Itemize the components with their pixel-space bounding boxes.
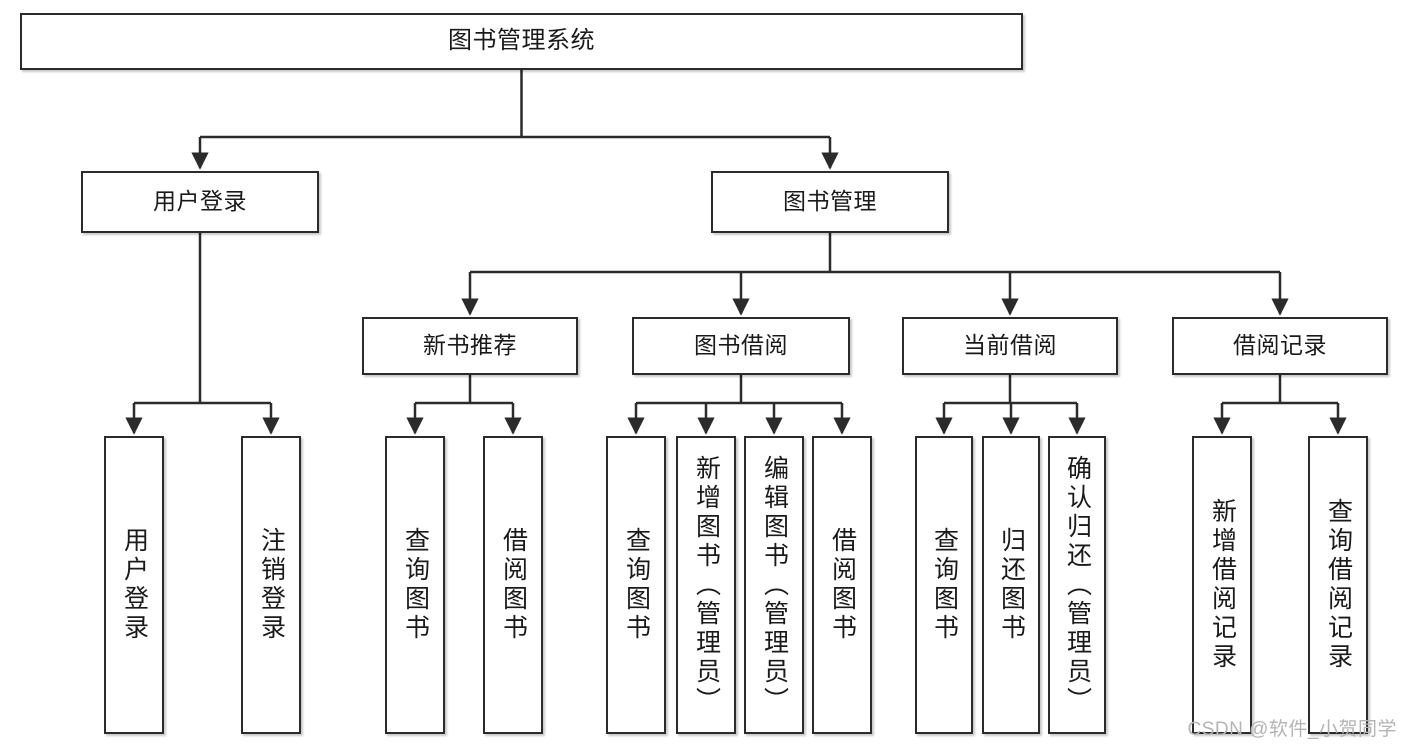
node-label: 查询借阅记录 bbox=[1324, 498, 1353, 672]
node-label: 借阅图书 bbox=[499, 527, 528, 643]
node-label: 注销登录 bbox=[257, 527, 286, 643]
node-label: 用户登录 bbox=[120, 527, 149, 643]
node-leaf-cur-return[interactable]: 归还图书 bbox=[982, 436, 1040, 734]
node-root[interactable]: 图书管理系统 bbox=[20, 13, 1023, 70]
node-leaf-user-logout[interactable]: 注销登录 bbox=[241, 436, 301, 734]
node-leaf-user-login[interactable]: 用户登录 bbox=[104, 436, 164, 734]
node-login[interactable]: 用户登录 bbox=[81, 171, 319, 233]
node-label: 归还图书 bbox=[997, 527, 1026, 643]
node-label: 用户登录 bbox=[153, 188, 247, 215]
node-newbook[interactable]: 新书推荐 bbox=[362, 317, 578, 375]
node-leaf-bk-edit[interactable]: 编辑图书（管理员） bbox=[744, 436, 804, 734]
node-label: 查询图书 bbox=[622, 527, 651, 643]
node-label: 图书管理 bbox=[783, 188, 877, 215]
node-current[interactable]: 当前借阅 bbox=[902, 317, 1118, 375]
node-label: 查询图书 bbox=[930, 527, 959, 643]
node-leaf-cur-confirm[interactable]: 确认归还（管理员） bbox=[1048, 436, 1106, 734]
node-leaf-bk-add[interactable]: 新增图书（管理员） bbox=[676, 436, 736, 734]
node-leaf-nb-search[interactable]: 查询图书 bbox=[385, 436, 445, 734]
node-label: 图书管理系统 bbox=[448, 27, 595, 55]
node-bookmgmt[interactable]: 图书管理 bbox=[711, 171, 949, 233]
node-label: 新增借阅记录 bbox=[1208, 498, 1237, 672]
node-label: 查询图书 bbox=[401, 527, 430, 643]
node-leaf-rec-add[interactable]: 新增借阅记录 bbox=[1192, 436, 1252, 734]
node-label: 新增图书（管理员） bbox=[692, 454, 721, 716]
node-leaf-cur-search[interactable]: 查询图书 bbox=[915, 436, 973, 734]
node-label: 确认归还（管理员） bbox=[1063, 454, 1092, 716]
node-borrow[interactable]: 图书借阅 bbox=[632, 317, 850, 375]
node-records[interactable]: 借阅记录 bbox=[1172, 317, 1388, 375]
node-leaf-bk-search[interactable]: 查询图书 bbox=[606, 436, 666, 734]
node-label: 新书推荐 bbox=[423, 332, 517, 359]
node-leaf-rec-search[interactable]: 查询借阅记录 bbox=[1308, 436, 1368, 734]
node-leaf-nb-borrow[interactable]: 借阅图书 bbox=[483, 436, 543, 734]
node-leaf-bk-borrow[interactable]: 借阅图书 bbox=[812, 436, 872, 734]
node-label: 图书借阅 bbox=[694, 332, 788, 359]
node-label: 借阅图书 bbox=[828, 527, 857, 643]
node-label: 当前借阅 bbox=[963, 332, 1057, 359]
node-label: 借阅记录 bbox=[1233, 332, 1327, 359]
node-label: 编辑图书（管理员） bbox=[760, 454, 789, 716]
